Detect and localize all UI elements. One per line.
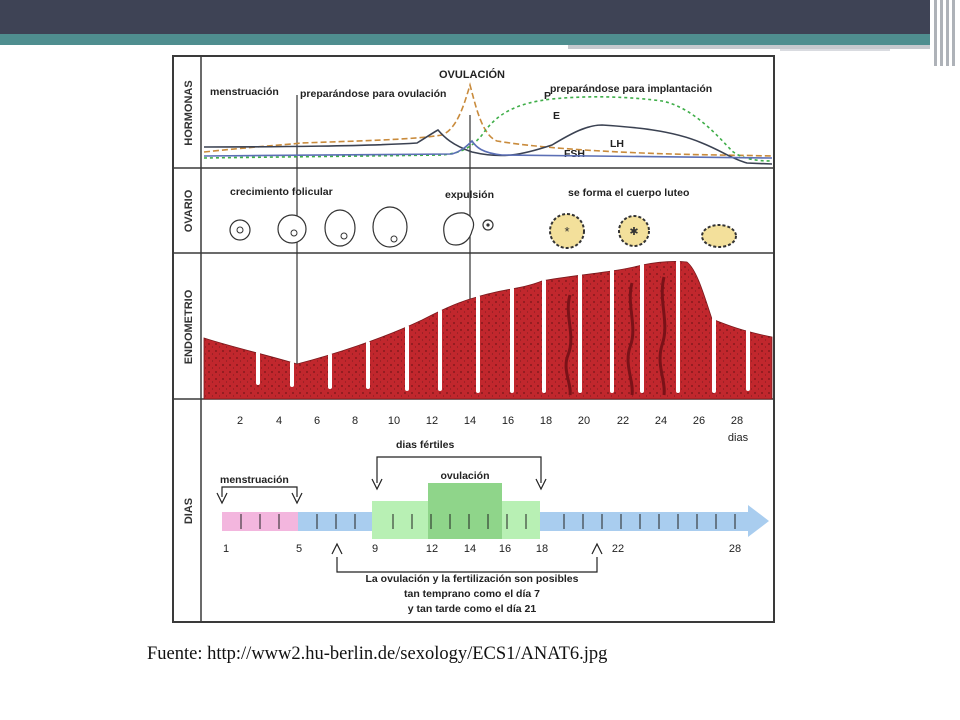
accent-line-thin (780, 49, 890, 51)
progesterone-curve (203, 96, 773, 162)
follicle-rupture (443, 212, 494, 246)
label-preparando-ovulacion: preparándose para ovulación (300, 88, 446, 100)
day-tick: 2 (237, 415, 243, 427)
corpus-luteum-2: ✱ (618, 215, 650, 247)
label-ovulacion-peak: OVULACIÓN (439, 68, 505, 81)
endometrium-texture (204, 261, 772, 399)
estrogen-curve (203, 82, 773, 157)
diagram-frame (172, 55, 775, 623)
label-cuerpo-luteo: se forma el cuerpo luteo (568, 187, 689, 199)
follicle-stage-4 (372, 206, 408, 248)
follicle-stage-3 (324, 209, 356, 247)
ovulation-window-bar (428, 483, 502, 539)
corner-decoration (930, 0, 960, 66)
follicle-stage-1 (229, 219, 251, 241)
day-bar-label: 22 (612, 543, 624, 555)
menstruation-arrow-right (291, 492, 303, 505)
label-preparando-implantacion: preparándose para implantación (550, 83, 712, 95)
note-line-3: y tan tarde como el día 21 (408, 603, 537, 615)
note-line-1: La ovulación y la fertilización son posi… (366, 573, 579, 585)
label-hormone-lh: LH (610, 138, 624, 150)
cycle-bar-follicular (298, 512, 372, 531)
label-expulsion: expulsión (445, 189, 494, 201)
follicle-stage-2 (277, 214, 307, 244)
section-label-ovario: OVARIO (183, 189, 195, 232)
day-bar-label: 5 (296, 543, 302, 555)
day-tick: 4 (276, 415, 282, 427)
accent-band (0, 34, 930, 45)
corpus-luteum-1: * (549, 213, 585, 249)
day-axis-unit: dias (728, 432, 749, 444)
fertile-arrow-left (371, 478, 383, 491)
day-tick: 8 (352, 415, 358, 427)
day-bar-label: 28 (729, 543, 741, 555)
day-bar-label: 14 (464, 543, 476, 555)
day-tick: 10 (388, 415, 400, 427)
label-ovulacion-days: ovulación (440, 470, 489, 482)
day-tick: 22 (617, 415, 629, 427)
day-bar-labels: 1 5 9 12 14 16 18 22 28 (223, 543, 741, 555)
corpus-luteum-3 (701, 224, 737, 248)
day-tick: 26 (693, 415, 705, 427)
day-tick: 16 (502, 415, 514, 427)
day-tick: 14 (464, 415, 476, 427)
section-label-endometrio: ENDOMETRIO (183, 289, 195, 364)
day-bar-label: 9 (372, 543, 378, 555)
day-axis-ticks: 2 4 6 8 10 12 14 16 18 20 22 24 26 28 di… (237, 415, 749, 444)
label-hormone-fsh: FSH (564, 148, 585, 160)
possibility-arrow-left (331, 542, 343, 555)
label-menstruacion-days: menstruación (220, 474, 289, 486)
day-tick: 6 (314, 415, 320, 427)
menstrual-cycle-diagram: HORMONAS OVARIO ENDOMETRIO DIAS menstrua… (172, 55, 775, 623)
endometrium-spiral-arteries (564, 276, 667, 396)
cycle-bar-luteal (540, 512, 748, 531)
section-label-dias: DIAS (183, 498, 195, 524)
top-title-bar (0, 0, 930, 34)
cycle-bar-arrowhead (748, 505, 769, 537)
note-line-2: tan temprano como el día 7 (404, 588, 540, 600)
menstruation-bracket (221, 486, 298, 497)
day-bar-ticks (240, 514, 736, 529)
section-label-hormonas: HORMONAS (183, 80, 195, 145)
day-bar-label: 1 (223, 543, 229, 555)
label-hormone-e: E (553, 110, 560, 122)
label-dias-fertiles: dias fértiles (396, 439, 455, 451)
source-caption: Fuente: http://www2.hu-berlin.de/sexolog… (147, 644, 608, 664)
day-tick: 20 (578, 415, 590, 427)
menstruation-arrow-left (216, 492, 228, 505)
possibility-bracket (336, 557, 598, 573)
day-tick: 12 (426, 415, 438, 427)
day-bar-label: 12 (426, 543, 438, 555)
label-crecimiento-folicular: crecimiento folicular (230, 186, 333, 198)
svg-text:✱: ✱ (629, 226, 638, 238)
endometrium-gland-gaps (256, 260, 750, 393)
fertile-arrow-right (535, 478, 547, 491)
day-tick: 28 (731, 415, 743, 427)
day-bar-label: 18 (536, 543, 548, 555)
day-tick: 18 (540, 415, 552, 427)
svg-text:*: * (564, 224, 569, 239)
label-menstruacion: menstruación (210, 86, 279, 98)
accent-line (568, 45, 930, 49)
day-tick: 24 (655, 415, 667, 427)
possibility-arrow-right (591, 542, 603, 555)
fertile-bracket (376, 456, 542, 483)
day-bar-label: 16 (499, 543, 511, 555)
label-hormone-p: P (544, 90, 551, 102)
fsh-curve (203, 139, 773, 159)
